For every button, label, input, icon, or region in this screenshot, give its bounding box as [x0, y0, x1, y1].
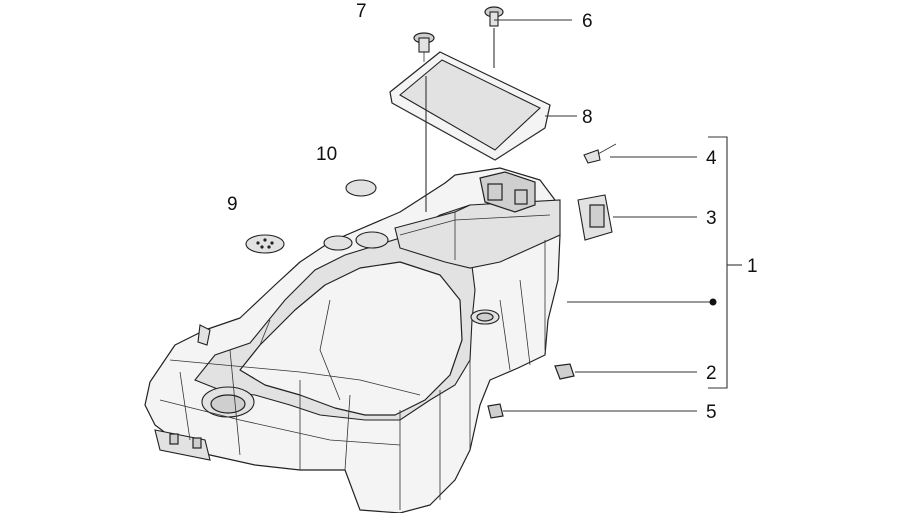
callout-9: 9	[227, 194, 238, 215]
callout-4: 4	[706, 148, 717, 169]
helmet-compartment	[144, 167, 561, 513]
callout-2: 2	[706, 363, 717, 384]
part-2-nut-clip	[554, 363, 575, 380]
callout-1: 1	[747, 256, 758, 277]
callout-3: 3	[706, 208, 717, 229]
part-6-screw	[484, 6, 504, 27]
callout-6: 6	[582, 11, 593, 32]
callout-8: 8	[582, 107, 593, 128]
part-3-clip-bracket	[577, 194, 613, 241]
part-7-bolt	[413, 32, 435, 62]
part-5-nut-clip	[487, 403, 504, 419]
leader-lines	[425, 19, 742, 412]
part-8-cover-plate	[389, 51, 551, 161]
part-9-vented-grommet	[245, 234, 285, 254]
part-4-pin	[583, 143, 617, 164]
callout-5: 5	[706, 402, 717, 423]
part-10-plug-cap	[345, 179, 377, 197]
callout-10: 10	[316, 144, 337, 165]
callout-7: 7	[356, 1, 367, 22]
callout-numbers: 1 2 3 4 5 6 7 8 9 10	[227, 1, 758, 423]
